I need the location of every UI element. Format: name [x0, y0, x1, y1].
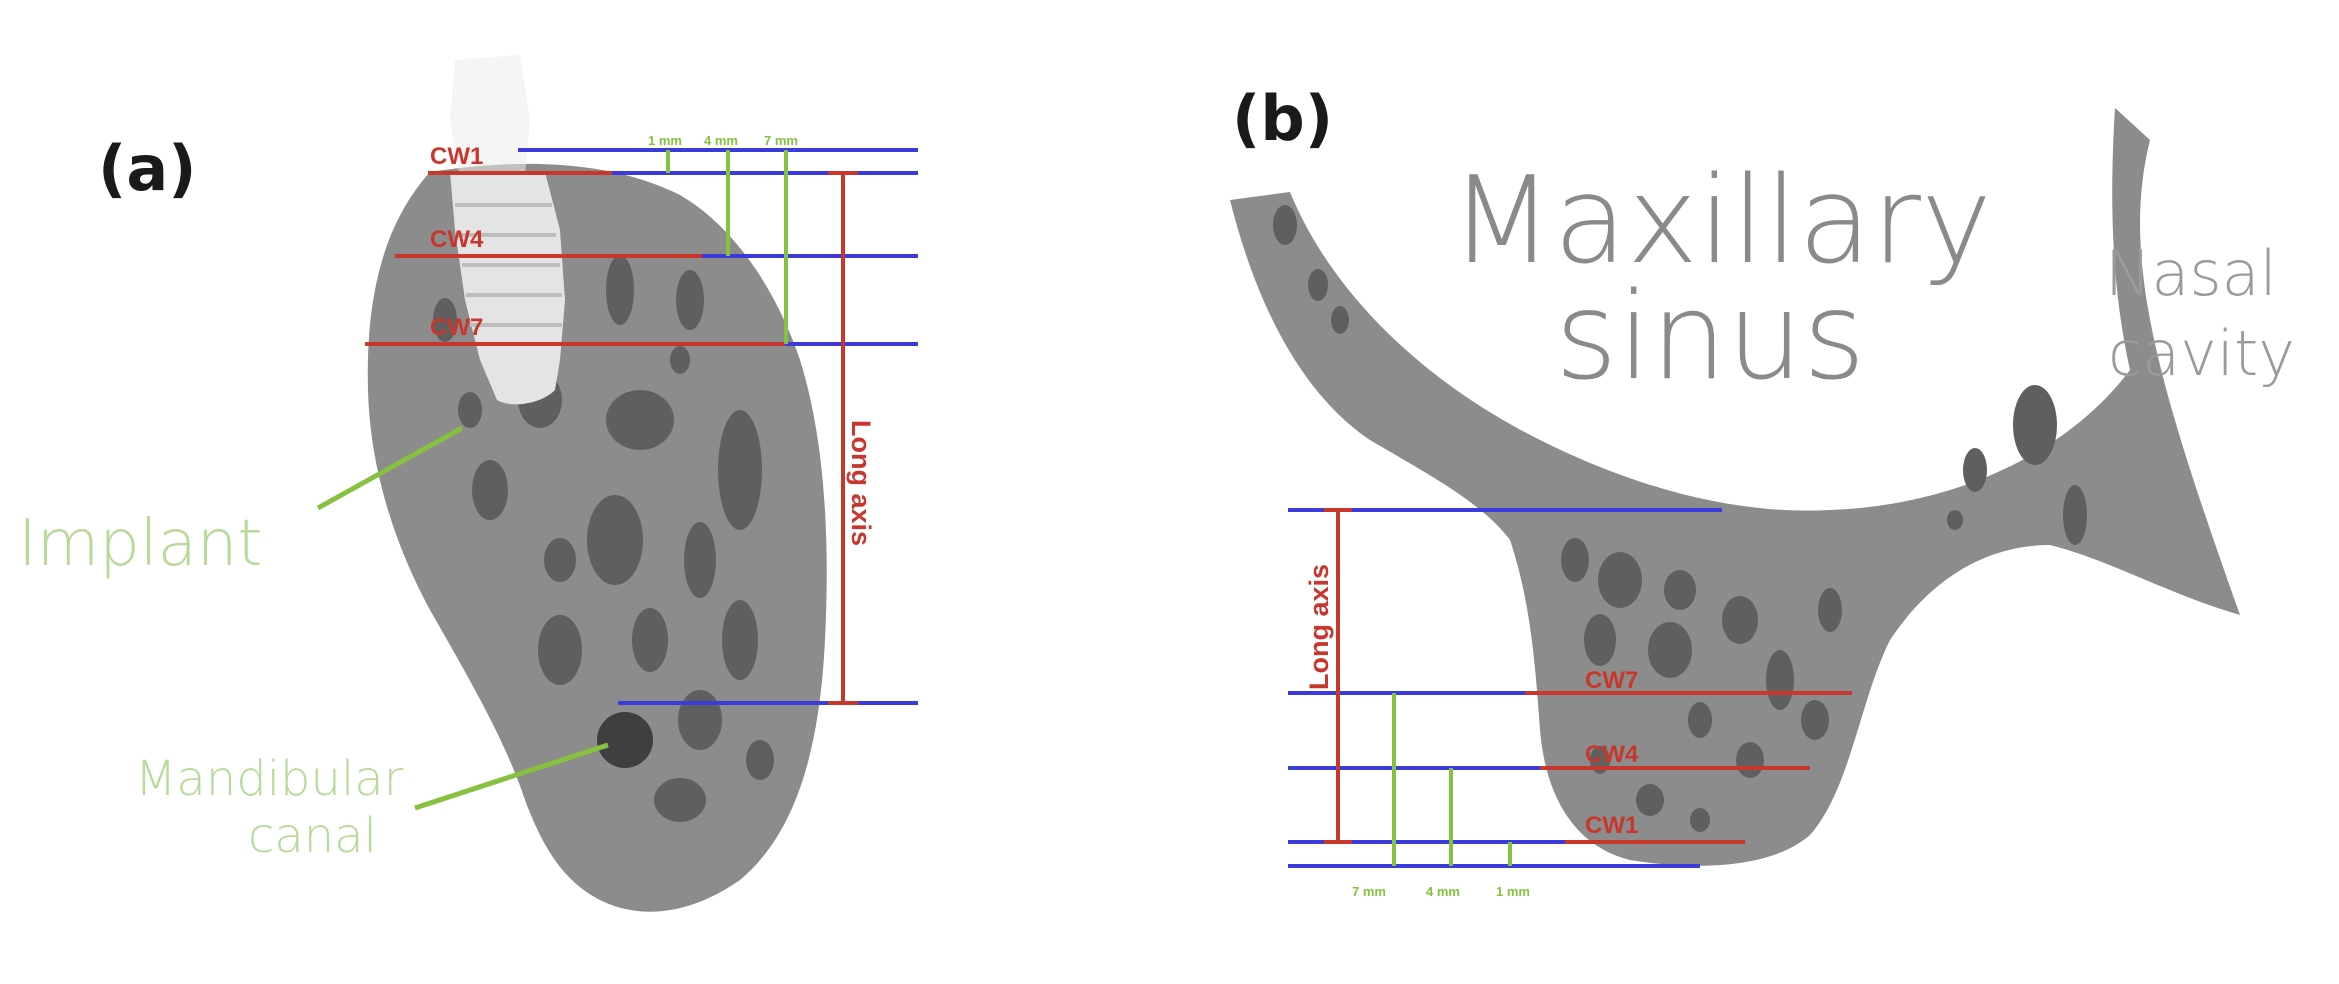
cw7-label-a: CW7 [430, 314, 483, 341]
mm7-label-b: 7 mm [1352, 884, 1386, 899]
canal-label-line1: Mandibular [135, 751, 404, 807]
sinus-label-line1: Maxillary [1450, 152, 1992, 291]
nasal-label-line2: cavity [2108, 317, 2295, 390]
mm1-label-a: 1 mm [648, 133, 682, 148]
panel-a: (a) [18, 55, 918, 912]
implant [450, 55, 565, 405]
cw7-label-b: CW7 [1585, 667, 1638, 694]
mm7-label-a: 7 mm [764, 133, 798, 148]
canal-leader [414, 742, 609, 811]
panel-b: (b) [1230, 82, 2295, 899]
mm4-label-b: 4 mm [1426, 884, 1460, 899]
mm1-label-b: 1 mm [1496, 884, 1530, 899]
canal-label-line2: canal [248, 808, 377, 864]
nasal-label-line1: Nasal [2105, 237, 2277, 310]
measure-lines-b [1288, 508, 1852, 868]
trabecular-pores-b [1273, 205, 2087, 832]
cw4-label-b: CW4 [1585, 741, 1639, 768]
implant-label: Implant [18, 507, 263, 581]
measure-lines-a [365, 148, 918, 705]
cw4-label-a: CW4 [430, 226, 484, 253]
trabecular-pores-a [433, 255, 774, 822]
sinus-label-line2: sinus [1555, 268, 1866, 407]
long-axis-label-b: Long axis [1304, 564, 1334, 690]
mandibular-canal [597, 712, 653, 768]
cw1-label-b: CW1 [1585, 812, 1638, 839]
cw1-label-a: CW1 [430, 143, 483, 170]
mm4-label-a: 4 mm [704, 133, 738, 148]
panel-b-label: (b) [1232, 82, 1333, 155]
implant-leader [316, 425, 464, 511]
maxilla-bone [1230, 108, 2240, 866]
panel-a-label: (a) [98, 132, 197, 205]
long-axis-label-a: Long axis [846, 420, 876, 546]
